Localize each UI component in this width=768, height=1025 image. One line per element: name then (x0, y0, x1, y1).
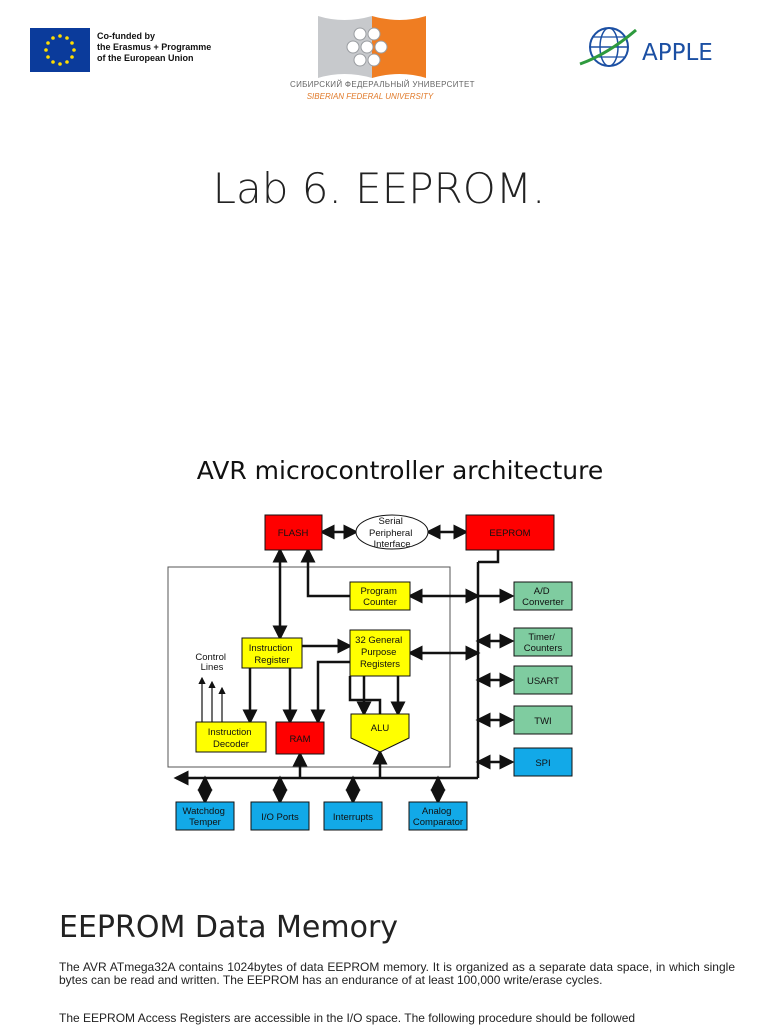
analog-comparator-block: Analog Comparator (408, 801, 468, 831)
eu-cofunded-text: Co-funded by the Erasmus + Programme of … (97, 31, 211, 64)
watchdog-block: Watchdog Temper (175, 801, 235, 831)
eu-flag-logo (30, 28, 90, 72)
svg-text:TWI: TWI (534, 716, 551, 727)
io-ports-block: I/O Ports (250, 801, 310, 831)
timer-counters-block: Timer/ Counters (513, 627, 573, 657)
sfu-name-ru: СИБИРСКИЙ ФЕДЕРАЛЬНЫЙ УНИВЕРСИТЕТ (290, 80, 475, 89)
spi-block: SPI (513, 747, 573, 777)
twi-block: TWI (513, 705, 573, 735)
sfu-name-en: SIBERIAN FEDERAL UNIVERSITY (306, 92, 434, 101)
svg-text:SPI: SPI (535, 758, 550, 769)
svg-text:Serial Peripheral: Serial Peripheral Interface (369, 516, 415, 550)
serial-peripheral-interface-block: Serial Peripheral Interface (355, 514, 429, 550)
diagram-title: AVR microcontroller architecture (196, 456, 604, 485)
control-lines-label: Control Lines (195, 652, 228, 673)
svg-text:Instruction Register: Instruction Register (249, 643, 295, 666)
instruction-register-block: Instruction Register (241, 637, 303, 669)
svg-text:FLASH: FLASH (278, 528, 309, 539)
apple-globe-logo (578, 24, 640, 74)
eeprom-block: EEPROM (465, 514, 555, 551)
program-counter-block: Program Counter (349, 581, 411, 611)
ad-converter-block: A/D Converter (513, 581, 573, 611)
svg-text:32 General Purpose: 32 General Purpose Registers (355, 635, 405, 670)
svg-text:Program Counter: Program Counter (360, 586, 399, 608)
apple-logo-text: APPLE (642, 40, 713, 66)
svg-text:ALU: ALU (371, 723, 390, 734)
avr-architecture-diagram: Control Lines FLASH Serial Peripheral In… (167, 514, 573, 831)
svg-text:EEPROM: EEPROM (489, 528, 530, 539)
eu-text-line: of the European Union (97, 53, 194, 63)
instruction-decoder-block: Instruction Decoder (195, 721, 267, 753)
svg-text:Watchdog Temper: Watchdog Temper (182, 806, 227, 828)
svg-text:Interrupts: Interrupts (333, 812, 373, 823)
svg-text:A/D Converter: A/D Converter (522, 586, 564, 608)
page-title: Lab 6. EEPROM. (212, 164, 546, 213)
section-title: EEPROM Data Memory (59, 910, 399, 945)
general-purpose-registers-block: 32 General Purpose Registers (349, 629, 411, 677)
svg-text:I/O Ports: I/O Ports (261, 812, 299, 823)
ram-block: RAM (275, 721, 325, 755)
alu-block: ALU (350, 713, 410, 753)
svg-text:Analog Comparator: Analog Comparator (413, 806, 463, 828)
flash-block: FLASH (264, 514, 323, 551)
svg-text:RAM: RAM (289, 734, 310, 745)
svg-text:Instruction Decoder: Instruction Decoder (208, 727, 254, 750)
svg-text:USART: USART (527, 676, 559, 687)
usart-block: USART (513, 665, 573, 695)
eu-text-line: the Erasmus + Programme (97, 42, 212, 52)
paragraph: The AVR ATmega32A contains 1024bytes of … (59, 960, 735, 987)
sfu-logo (316, 12, 428, 82)
eu-text-line: Co-funded by (97, 31, 155, 41)
paragraph: The EEPROM Access Registers are accessib… (59, 1011, 636, 1025)
interrupts-block: Interrupts (323, 801, 383, 831)
svg-text:Timer/ Counters: Timer/ Counters (524, 632, 563, 654)
